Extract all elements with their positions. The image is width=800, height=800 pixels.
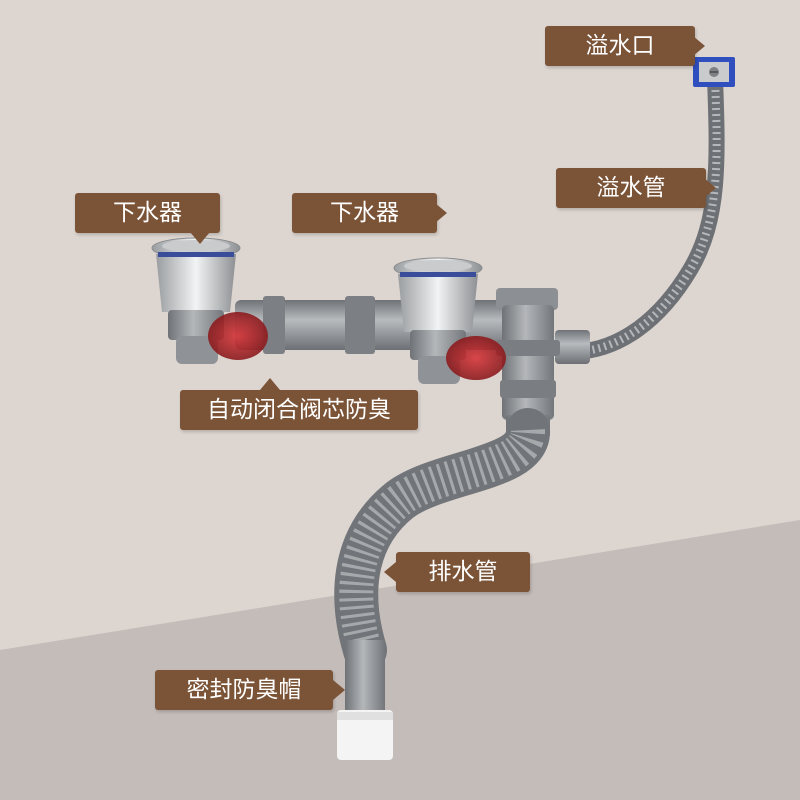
label-pointer	[435, 203, 447, 223]
pipe-coupling	[345, 296, 375, 354]
strainer-right	[393, 257, 506, 384]
label-pointer	[333, 680, 345, 700]
pipe-coupling	[263, 296, 285, 354]
label-pointer	[190, 232, 210, 244]
label-drain-pipe: 排水管	[396, 552, 530, 592]
drain-tail-pipe	[345, 640, 385, 715]
label-strainer-right: 下水器	[292, 193, 437, 233]
label-strainer-left: 下水器	[75, 193, 220, 233]
label-pointer	[260, 378, 280, 390]
drain-hose-ribs	[339, 428, 545, 655]
overflow-hose	[567, 70, 725, 360]
strainer-left	[151, 237, 268, 364]
label-sealing-cap: 密封防臭帽	[155, 670, 333, 710]
overflow-outlet-plate	[693, 57, 735, 87]
overflow-branch	[555, 330, 590, 364]
label-overflow-pipe: 溢水管	[556, 168, 706, 208]
label-pointer	[693, 36, 705, 56]
label-overflow-outlet: 溢水口	[545, 26, 695, 66]
sealing-cap	[337, 710, 393, 760]
background-floor	[0, 520, 800, 800]
label-pointer	[704, 178, 716, 198]
label-pointer	[384, 562, 396, 582]
label-auto-valve: 自动闭合阀芯防臭	[180, 390, 418, 430]
